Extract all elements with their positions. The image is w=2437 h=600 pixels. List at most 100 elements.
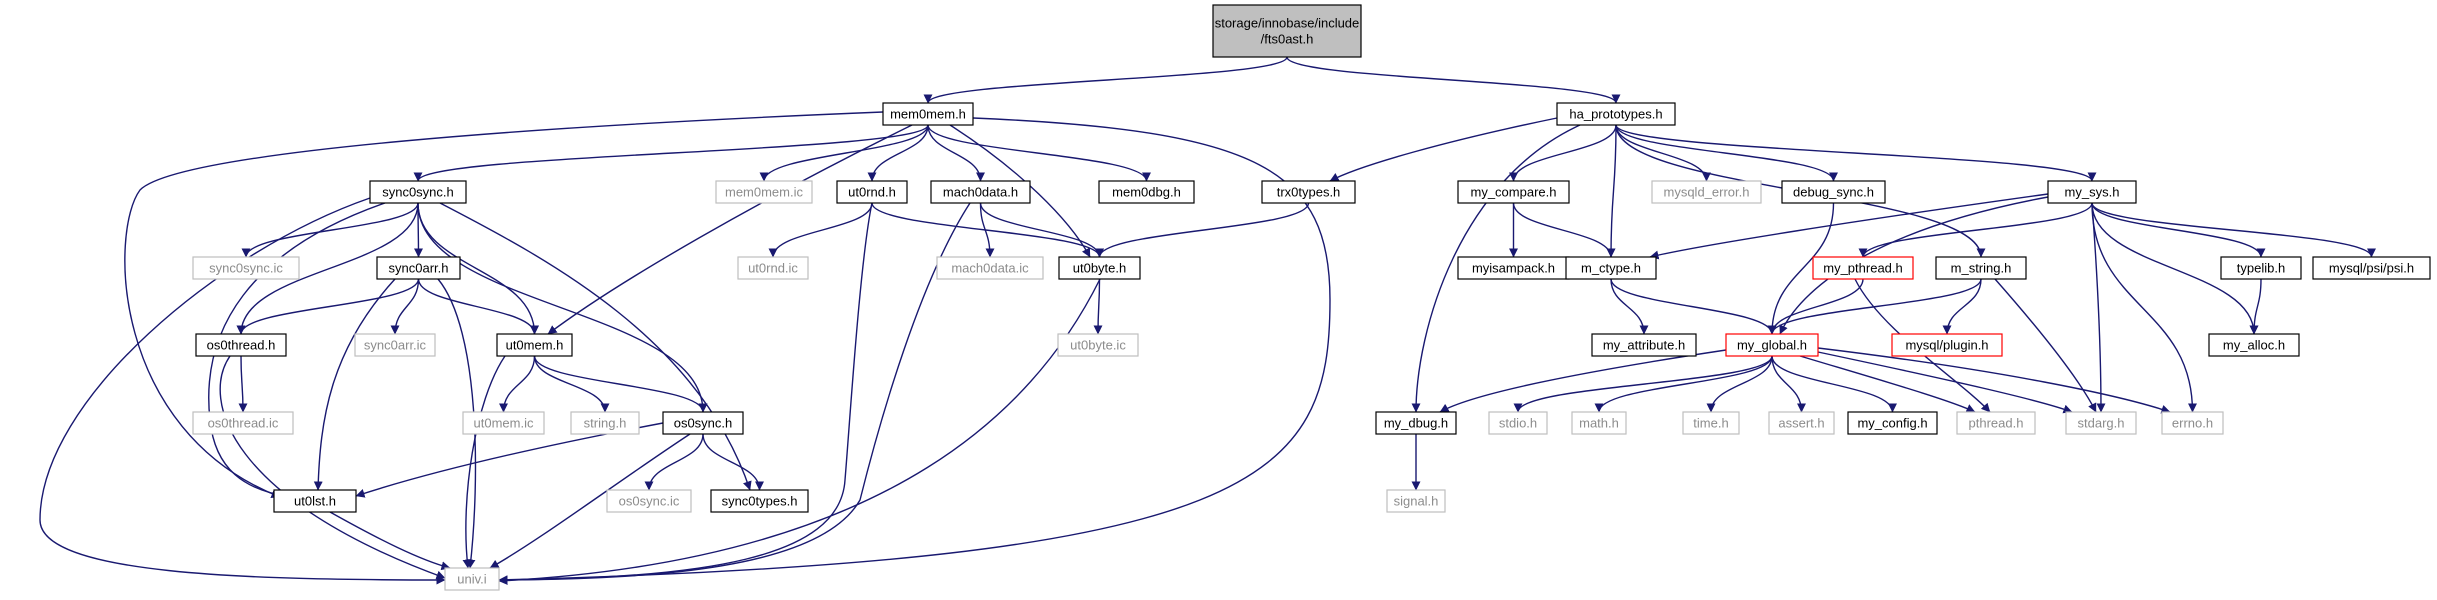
node-layer: storage/innobase/include/fts0ast.h mem0me…: [192, 4, 2431, 591]
node-box: [1488, 411, 1548, 435]
node-m-ctype[interactable]: m_ctype.h: [1565, 256, 1657, 280]
node-sync0types[interactable]: sync0types.h: [710, 489, 809, 513]
node-typelib[interactable]: typelib.h: [2220, 256, 2302, 280]
node-label: pthread.h: [1969, 416, 2024, 431]
node-mysql-psi[interactable]: mysql/psi/psi.h: [2312, 256, 2431, 280]
node-trx0types[interactable]: trx0types.h: [1261, 180, 1356, 204]
node-box: [462, 411, 545, 435]
edge-mem0mem-to-univ-i: [498, 117, 1331, 585]
node-label: trx0types.h: [1277, 185, 1341, 200]
node-box: [570, 411, 640, 435]
edge-sync0sync-to-os0thread: [236, 202, 419, 335]
edge-mem0mem-to-ut0rnd: [867, 124, 929, 182]
edge-my-global-to-my-dbug: [1439, 349, 1727, 413]
node-myisampack[interactable]: myisampack.h: [1457, 256, 1570, 280]
node-box: [710, 489, 809, 513]
edge-trx0types-to-ut0byte: [1095, 202, 1310, 258]
node-my-alloc[interactable]: my_alloc.h: [2208, 333, 2300, 357]
node-box: [1891, 333, 2003, 357]
node-my-attribute[interactable]: my_attribute.h: [1591, 333, 1697, 357]
edge-os0sync-to-os0sync-ic: [644, 433, 704, 491]
node-box: [715, 180, 813, 204]
edge-layer: [39, 56, 2376, 586]
node-debug-sync[interactable]: debug_sync.h: [1781, 180, 1886, 204]
node-label: univ.i: [457, 572, 486, 587]
edge-mem0mem-to-mach0data: [927, 124, 985, 182]
edge-ut0mem-to-ut0mem-ic: [499, 355, 536, 413]
node-box: [1591, 333, 1697, 357]
node-ut0rnd[interactable]: ut0rnd.h: [836, 180, 908, 204]
node-os0sync[interactable]: os0sync.h: [662, 411, 744, 435]
node-box: [1058, 256, 1141, 280]
node-sync0sync[interactable]: sync0sync.h: [369, 180, 467, 204]
edge-my-sys-to-errno-h: [2091, 202, 2197, 413]
edge-os0thread-to-os0thread-ic: [238, 355, 248, 413]
node-ut0lst[interactable]: ut0lst.h: [273, 489, 357, 513]
edge-ut0lst-to-univ-i: [329, 511, 451, 571]
node-label: /fts0ast.h: [1261, 32, 1314, 47]
node-m-string[interactable]: m_string.h: [1935, 256, 2027, 280]
node-label: ut0mem.h: [506, 338, 564, 353]
node-box: [1556, 102, 1676, 126]
node-my-compare[interactable]: my_compare.h: [1457, 180, 1570, 204]
node-mem0dbg[interactable]: mem0dbg.h: [1098, 180, 1195, 204]
node-label: os0thread.ic: [208, 416, 279, 431]
node-label: os0sync.ic: [619, 494, 680, 509]
node-mem0mem[interactable]: mem0mem.h: [882, 102, 974, 126]
node-stdio-h: stdio.h: [1488, 411, 1548, 435]
node-box: [930, 180, 1031, 204]
node-os0sync-ic: os0sync.ic: [606, 489, 692, 513]
edge-mach0data-to-ut0byte: [979, 202, 1104, 258]
node-mach0data[interactable]: mach0data.h: [930, 180, 1031, 204]
node-label: myisampack.h: [1472, 261, 1555, 276]
node-ut0mem-ic: ut0mem.ic: [462, 411, 545, 435]
edge-sync0arr-to-univ-i: [437, 278, 477, 569]
edge-ut0byte-to-univ-i: [498, 278, 1101, 586]
node-label: string.h: [584, 416, 627, 431]
node-label: m_ctype.h: [1581, 261, 1641, 276]
node-my-pthread[interactable]: my_pthread.h: [1812, 256, 1914, 280]
node-os0thread-ic: os0thread.ic: [192, 411, 294, 435]
node-label: stdio.h: [1499, 416, 1537, 431]
node-box: [1781, 180, 1886, 204]
node-box: [1812, 256, 1914, 280]
edge-sync0arr-to-os0thread: [236, 278, 420, 335]
edge-ut0rnd-to-ut0rnd-ic: [768, 202, 873, 258]
node-my-global[interactable]: my_global.h: [1725, 333, 1819, 357]
node-box: [2065, 411, 2137, 435]
node-label: my_compare.h: [1471, 185, 1557, 200]
edge-m-string-to-my-global: [1767, 278, 1982, 335]
node-box: [195, 333, 287, 357]
node-string-h: string.h: [570, 411, 640, 435]
edge-ha-prototypes-to-debug-sync: [1615, 124, 1838, 182]
node-box: [192, 411, 294, 435]
node-my-config[interactable]: my_config.h: [1847, 411, 1938, 435]
edge-my-compare-to-m-ctype: [1512, 202, 1616, 258]
edge-debug-sync-to-my-global: [1767, 202, 1835, 335]
edge-typelib-to-my-alloc: [2249, 278, 2262, 335]
node-mysql-plugin[interactable]: mysql/plugin.h: [1891, 333, 2003, 357]
edge-mem0mem-to-mem0mem-ic: [759, 124, 929, 182]
edge-mach0data-to-mach0data-ic: [979, 202, 995, 258]
edge-ha-prototypes-to-my-dbug: [1411, 124, 1581, 413]
node-box: [2047, 180, 2137, 204]
node-fts0ast[interactable]: storage/innobase/include/fts0ast.h: [1212, 4, 1362, 58]
node-label: stdarg.h: [2078, 416, 2125, 431]
edge-os0sync-to-sync0types: [702, 433, 764, 491]
node-label: mysql/plugin.h: [1905, 338, 1988, 353]
node-ut0mem[interactable]: ut0mem.h: [496, 333, 573, 357]
node-sync0arr[interactable]: sync0arr.h: [376, 256, 461, 280]
node-ut0byte[interactable]: ut0byte.h: [1058, 256, 1141, 280]
node-os0thread[interactable]: os0thread.h: [195, 333, 287, 357]
node-label: sync0arr.h: [389, 261, 449, 276]
edge-my-global-to-assert-h: [1771, 355, 1806, 413]
node-my-sys[interactable]: my_sys.h: [2047, 180, 2137, 204]
node-my-dbug[interactable]: my_dbug.h: [1375, 411, 1457, 435]
edge-mach0data-to-univ-i: [498, 202, 971, 585]
node-label: debug_sync.h: [1793, 185, 1874, 200]
node-ha-prototypes[interactable]: ha_prototypes.h: [1556, 102, 1676, 126]
node-math-h: math.h: [1571, 411, 1627, 435]
edge-mem0mem-to-mem0dbg: [927, 124, 1151, 182]
edge-my-sys-to-mysql-psi: [2091, 202, 2376, 258]
edge-ha-prototypes-to-m-ctype: [1606, 124, 1617, 258]
